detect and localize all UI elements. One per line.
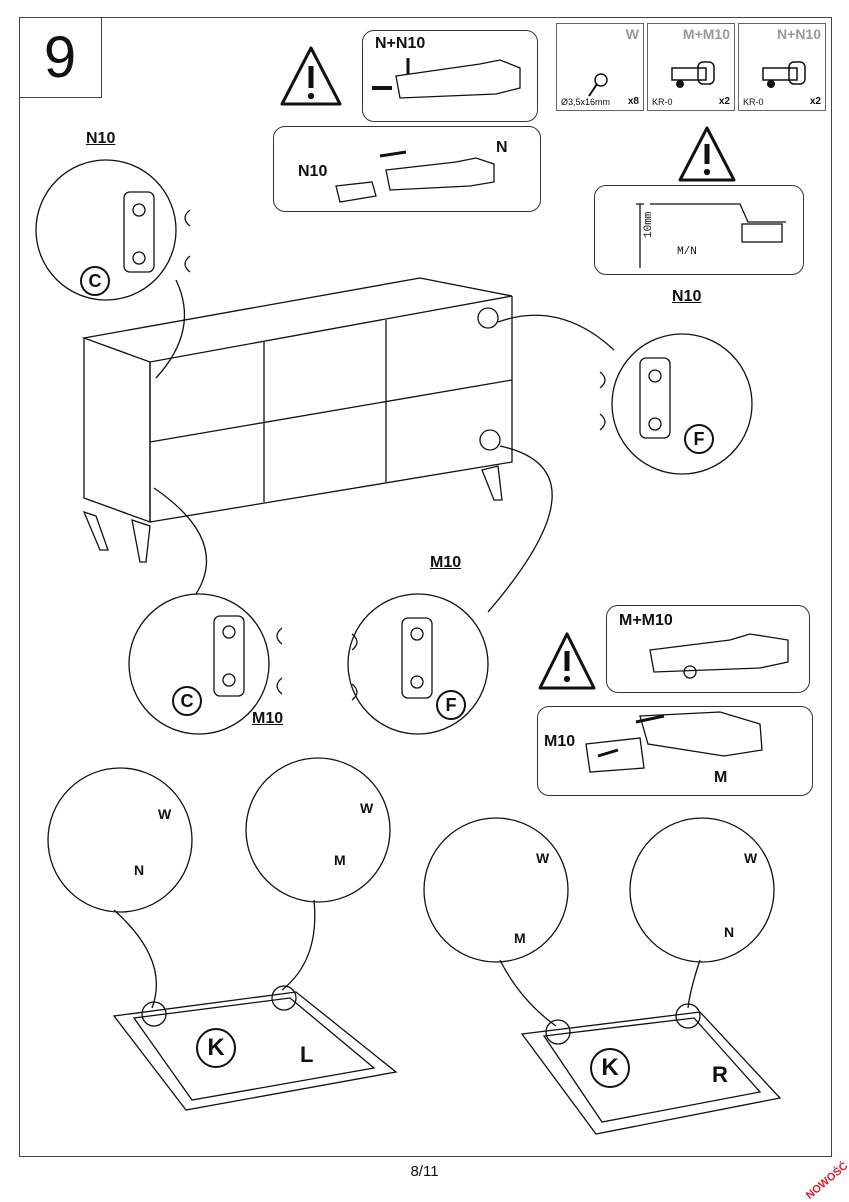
- part-code: W: [625, 26, 639, 42]
- callout-circle: [245, 757, 391, 903]
- plate-label: M10: [430, 554, 462, 571]
- part-qty: x8: [627, 96, 639, 107]
- warning-triangle-icon: [678, 126, 736, 182]
- step-number: 9: [19, 17, 102, 98]
- page-frame: [19, 17, 832, 1157]
- callout-letter: C: [80, 266, 110, 296]
- detach-right-label: N: [496, 139, 508, 156]
- hinge-sketch-icon: [649, 633, 789, 679]
- screw-label: W: [158, 806, 172, 822]
- hinge-type-label: M: [334, 852, 346, 868]
- hinge-detach-box: N10 N: [273, 126, 541, 212]
- plate-label: N10: [86, 130, 116, 147]
- screw-label: W: [536, 850, 550, 866]
- screw-label: W: [744, 850, 758, 866]
- callout-circle: [35, 159, 177, 301]
- door-panel-right: [520, 1003, 782, 1135]
- plate-label: M10: [252, 710, 284, 727]
- screw-icon: [588, 73, 608, 97]
- gauge-sketch: [636, 203, 786, 268]
- door-panel-letter: K: [590, 1048, 630, 1088]
- hinge-sketch-icon: [372, 58, 521, 99]
- hinge-assembled-m-box: M+M10: [606, 605, 810, 693]
- hinge-detach-m-box: M10 M: [537, 706, 813, 796]
- hinge-icon: [671, 61, 715, 88]
- hinge-label: N+N10: [375, 35, 426, 52]
- door-panel-letter: K: [196, 1028, 236, 1068]
- hinge-type-label: M: [514, 930, 526, 946]
- hinge-type-label: N: [724, 924, 735, 940]
- mounting-plate-icon: [123, 191, 155, 273]
- hinge-type-label: N: [134, 862, 145, 878]
- part-n-box: N+N10 KR-0 x2: [738, 23, 826, 111]
- hinge-label: M+M10: [619, 612, 673, 629]
- cabinet-drawing: [81, 277, 513, 563]
- callout-circle: [128, 593, 270, 735]
- door-side-label: L: [300, 1042, 314, 1067]
- part-m-box: M+M10 KR-0 x2: [647, 23, 735, 111]
- callout-circle: [423, 817, 569, 963]
- mounting-plate-icon: [401, 617, 433, 699]
- hinge-assembled-box: N+N10: [362, 30, 538, 122]
- part-spec: KR-0: [652, 97, 673, 107]
- page-number: 8/11: [410, 1163, 439, 1180]
- hinge-sketch-icon: [585, 711, 763, 773]
- part-w-box: W Ø3,5x16mm x8: [556, 23, 644, 111]
- hinge-icon: [762, 61, 806, 88]
- callout-letter: C: [172, 686, 202, 716]
- gauge-label: M/N: [677, 246, 697, 258]
- part-spec: KR-0: [743, 97, 764, 107]
- callout-circle: [629, 817, 775, 963]
- part-qty: x2: [809, 96, 821, 107]
- detach-right-label: M: [714, 769, 728, 786]
- part-qty: x2: [718, 96, 730, 107]
- callout-letter: F: [436, 690, 466, 720]
- mounting-plate-icon: [639, 357, 671, 439]
- warning-triangle-icon: [538, 632, 596, 690]
- plate-label: N10: [672, 288, 702, 305]
- door-side-label: R: [712, 1062, 728, 1087]
- gauge-box: 10mm M/N: [594, 185, 804, 275]
- callout-circle: [611, 333, 753, 475]
- part-code: M+M10: [682, 26, 730, 42]
- door-panel-left: [112, 985, 398, 1111]
- hinge-sketch-icon: [335, 150, 495, 203]
- callout-circle: [347, 593, 489, 735]
- detach-left-label: N10: [298, 163, 328, 180]
- callout-circle: [47, 767, 193, 913]
- part-code: N+N10: [777, 26, 821, 42]
- part-spec: Ø3,5x16mm: [561, 97, 611, 107]
- detach-left-label: M10: [544, 733, 576, 750]
- screw-label: W: [360, 800, 374, 816]
- warning-triangle-icon: [280, 46, 342, 106]
- mounting-plate-icon: [213, 615, 245, 697]
- callout-letter: F: [684, 424, 714, 454]
